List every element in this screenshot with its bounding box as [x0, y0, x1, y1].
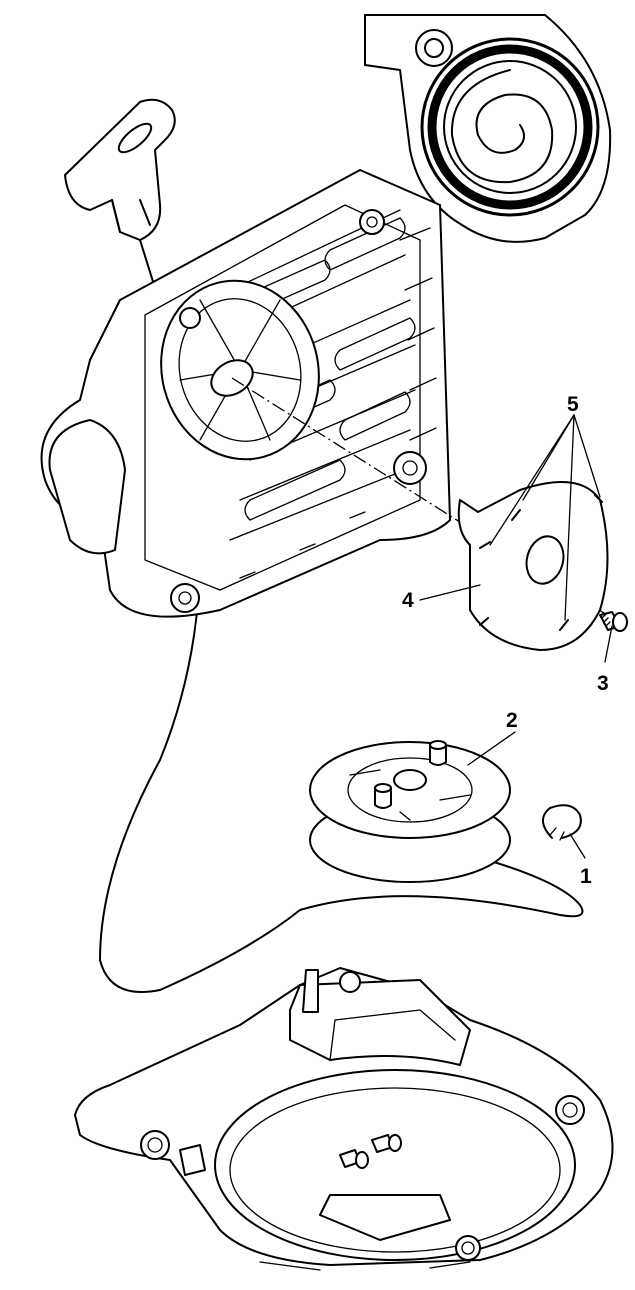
- cover-screws: [339, 1134, 402, 1169]
- starter-handle: [64, 98, 176, 241]
- leader-lines: [419, 414, 613, 859]
- circlip: [542, 804, 582, 841]
- starter-cover: [74, 967, 614, 1271]
- housing-ribs: [209, 209, 437, 579]
- rope-rotor: [309, 740, 511, 883]
- callout-2: 2: [506, 709, 518, 732]
- spring-housing: [364, 14, 612, 243]
- callout-3: 3: [597, 672, 609, 695]
- callout-5: 5: [567, 393, 579, 416]
- rewind-spring: [450, 69, 554, 184]
- callout-1: 1: [580, 865, 592, 888]
- callout-4: 4: [402, 589, 414, 612]
- guide-plate: [457, 481, 609, 651]
- housing-bosses: [170, 209, 427, 613]
- screw: [599, 611, 628, 632]
- assembly-axis: [231, 377, 616, 621]
- fan-housing: [40, 169, 451, 618]
